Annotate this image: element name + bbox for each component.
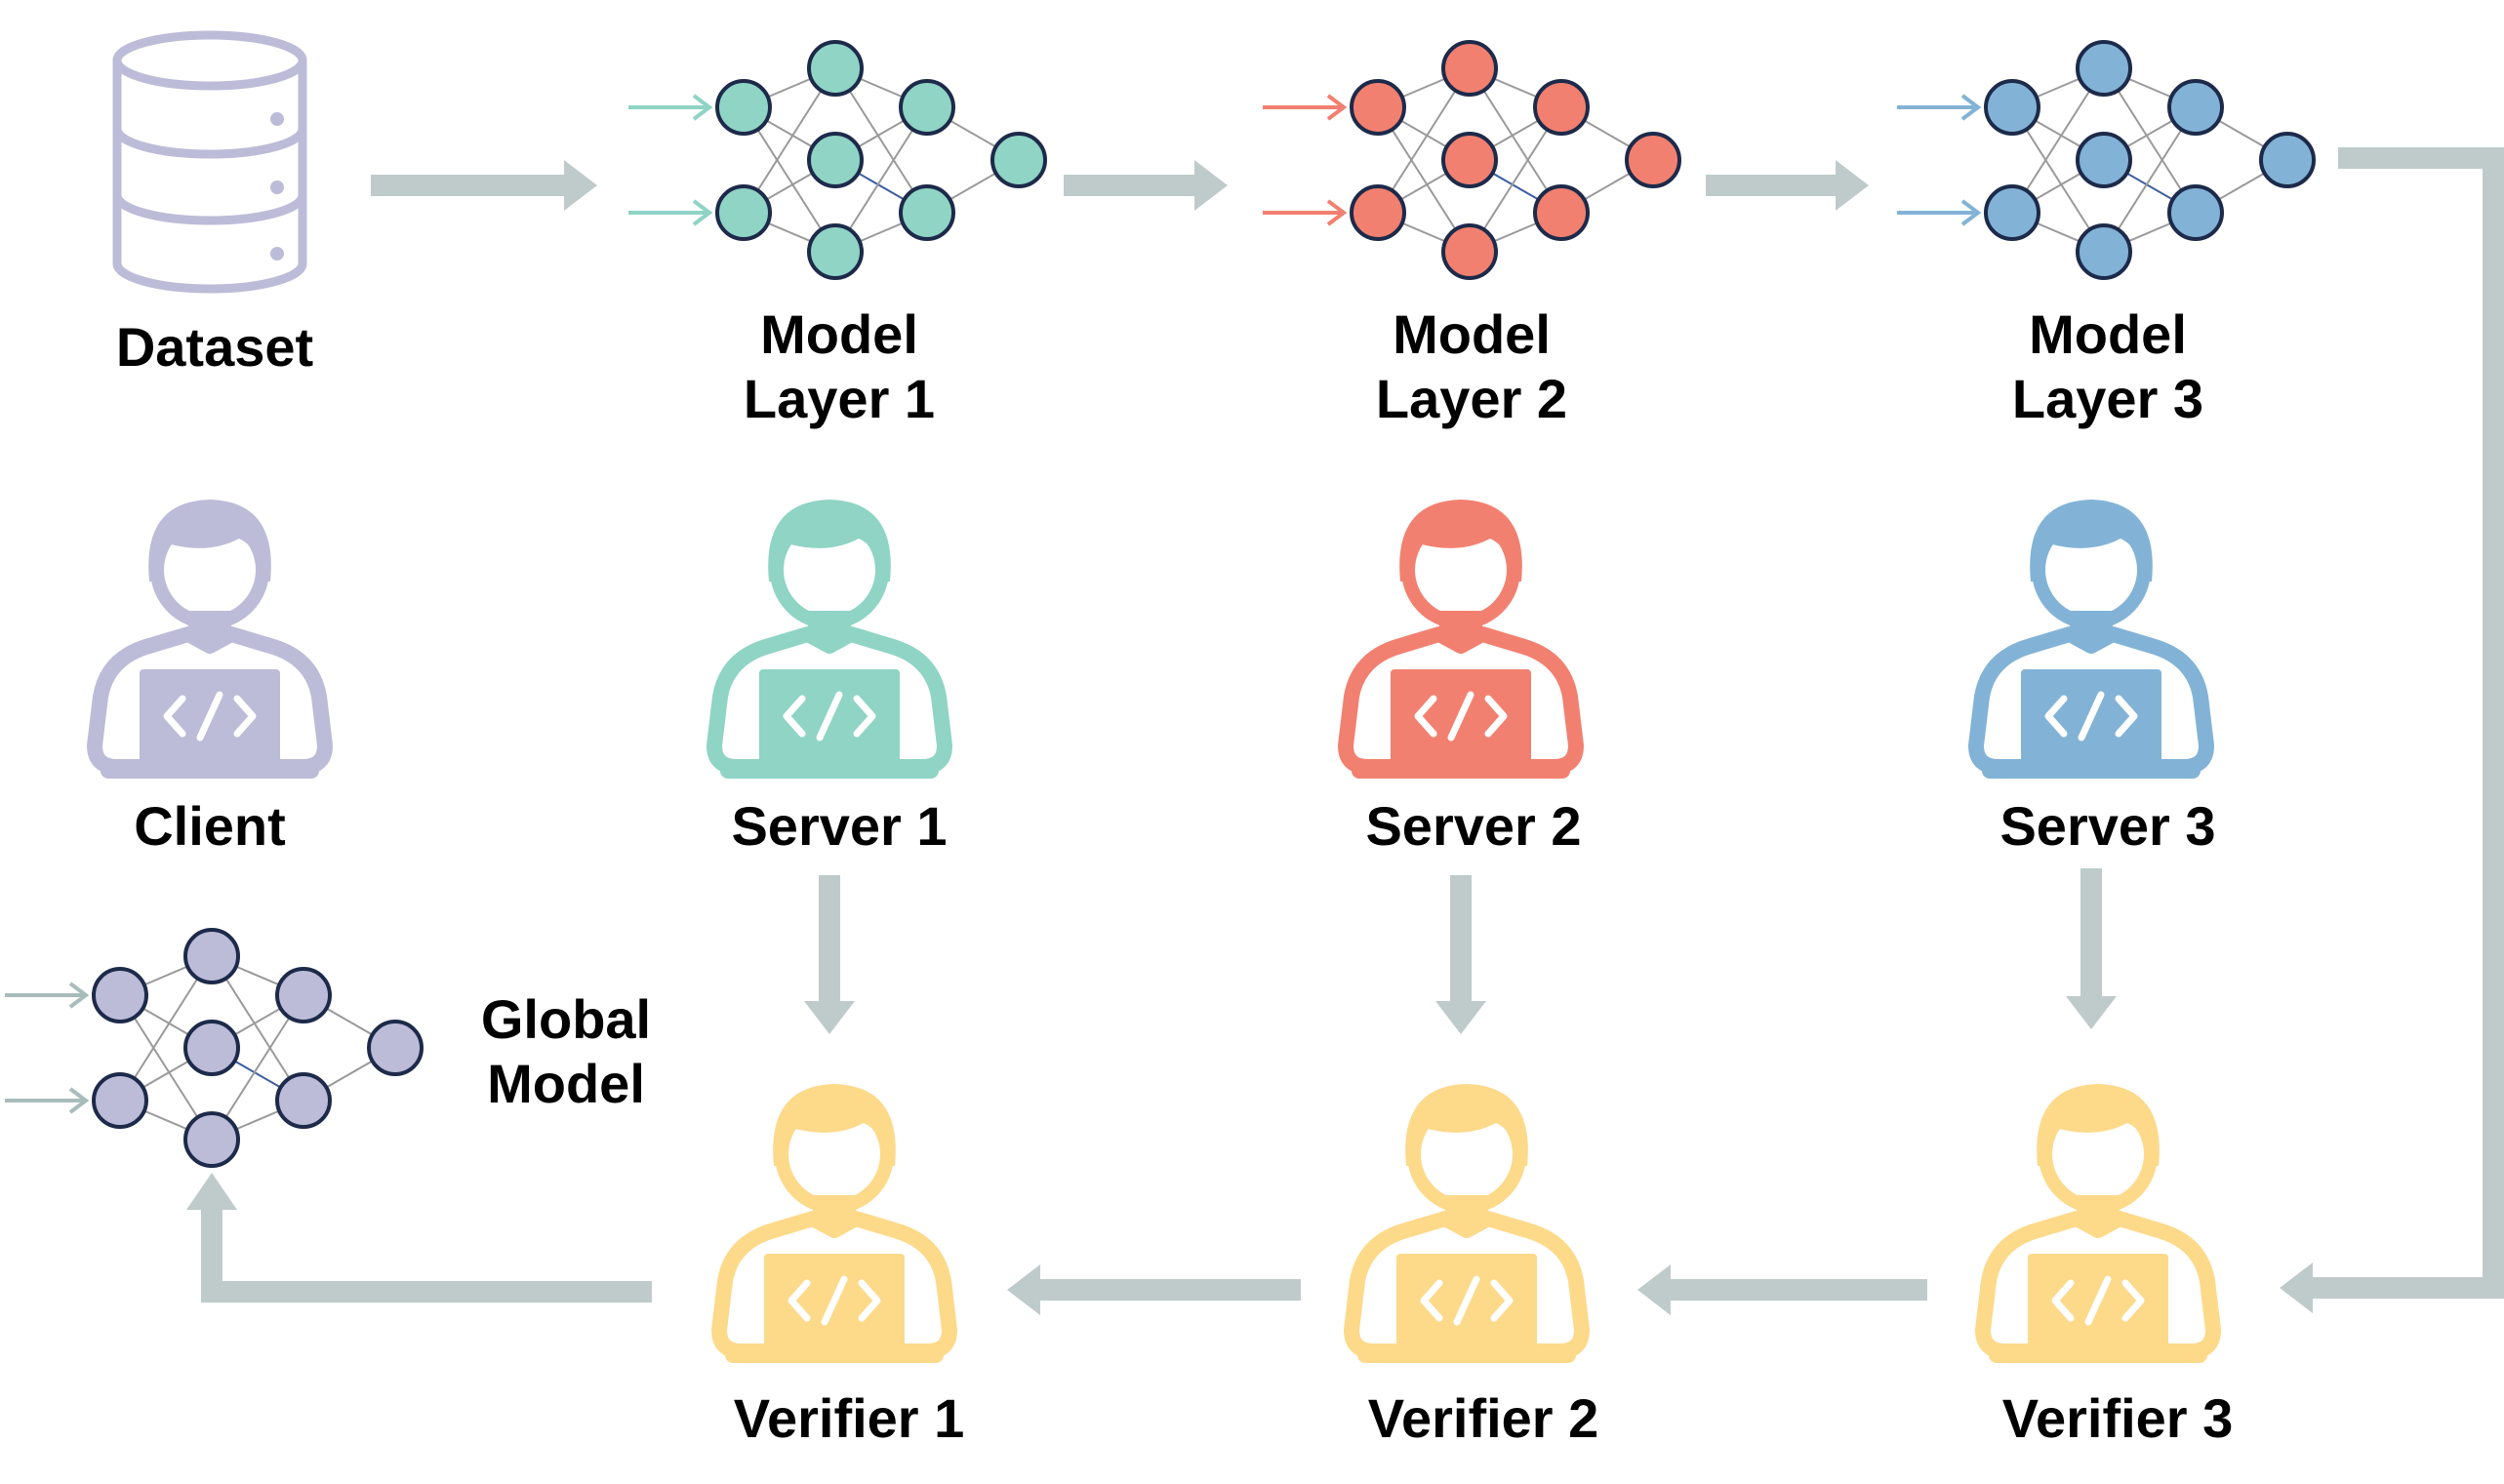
neural-network-icon-layer1 — [628, 40, 1047, 280]
neuron — [2076, 132, 2132, 188]
neuron — [92, 967, 148, 1023]
neuron — [2076, 223, 2132, 280]
neuron — [275, 1072, 332, 1129]
neuron — [183, 1020, 240, 1076]
neuron — [2167, 184, 2224, 241]
database-top — [112, 30, 307, 91]
arrow-verifier2-to-verifier1 — [1007, 1264, 1301, 1315]
arrow-server3-to-verifier3 — [2066, 868, 2117, 1029]
neural-network-icon-layer2 — [1263, 40, 1681, 280]
neuron — [1984, 184, 2040, 241]
neuron — [990, 132, 1047, 188]
neuron — [2167, 79, 2224, 136]
neuron — [1533, 79, 1590, 136]
verifier-2-icon — [1352, 1084, 1582, 1363]
neuron — [807, 223, 864, 280]
database-ring — [112, 194, 307, 225]
neural-network-icon-global — [5, 928, 424, 1168]
arrow-server1-to-verifier1 — [804, 875, 855, 1034]
neuron — [1350, 79, 1406, 136]
neuron — [807, 40, 864, 97]
verifier-1-label: Verifier 1 — [733, 1387, 965, 1449]
neuron — [92, 1072, 148, 1129]
neuron — [183, 1111, 240, 1168]
neuron — [1533, 184, 1590, 241]
neuron — [715, 79, 772, 136]
server-1-label: Server 1 — [731, 795, 948, 857]
neuron — [1441, 223, 1498, 280]
arrow-layer2-to-layer3 — [1706, 160, 1869, 211]
database-ring — [112, 128, 307, 159]
neuron — [183, 928, 240, 984]
arrow-loop-head — [2280, 1263, 2313, 1313]
neuron — [807, 132, 864, 188]
database-led — [270, 112, 284, 126]
server-3-icon — [1976, 500, 2206, 779]
verifier-1-icon — [719, 1084, 949, 1363]
arrow-verifier3-to-verifier2 — [1637, 1264, 1927, 1315]
neuron — [2259, 132, 2316, 188]
arrow-dataset-to-layer1 — [371, 160, 597, 211]
client-icon — [95, 500, 325, 779]
neuron — [899, 184, 955, 241]
arrow-layer1-to-layer2 — [1064, 160, 1228, 211]
verifier-3-icon — [1983, 1084, 2213, 1363]
verifier-2-label: Verifier 2 — [1367, 1387, 1599, 1449]
arrow-to-global-head — [186, 1173, 237, 1210]
verifier-3-label: Verifier 3 — [2001, 1387, 2234, 1449]
database-led — [270, 247, 284, 261]
dataset-label: Dataset — [115, 316, 314, 378]
neuron — [1441, 132, 1498, 188]
neuron — [367, 1020, 424, 1076]
flow-arrows — [186, 147, 2504, 1315]
arrow-server2-to-verifier2 — [1435, 875, 1486, 1034]
database-icon — [112, 30, 307, 294]
database-body — [112, 60, 307, 294]
server-3-label: Server 3 — [1999, 795, 2216, 857]
arrow-to-global-line — [201, 1210, 652, 1303]
neural-networks — [5, 40, 2316, 1168]
neural-network-icon-layer3 — [1897, 40, 2316, 280]
client-label: Client — [134, 795, 286, 857]
server-2-label: Server 2 — [1365, 795, 1582, 857]
arrow-loop-line — [2313, 147, 2504, 1299]
neuron — [1350, 184, 1406, 241]
people-icons — [95, 500, 2213, 1363]
neuron — [1441, 40, 1498, 97]
neuron — [715, 184, 772, 241]
neuron — [1984, 79, 2040, 136]
database-led — [270, 180, 284, 194]
server-2-icon — [1346, 500, 1576, 779]
neuron — [899, 79, 955, 136]
neuron — [2076, 40, 2132, 97]
neuron — [275, 967, 332, 1023]
neuron — [1625, 132, 1681, 188]
server-1-icon — [714, 500, 945, 779]
